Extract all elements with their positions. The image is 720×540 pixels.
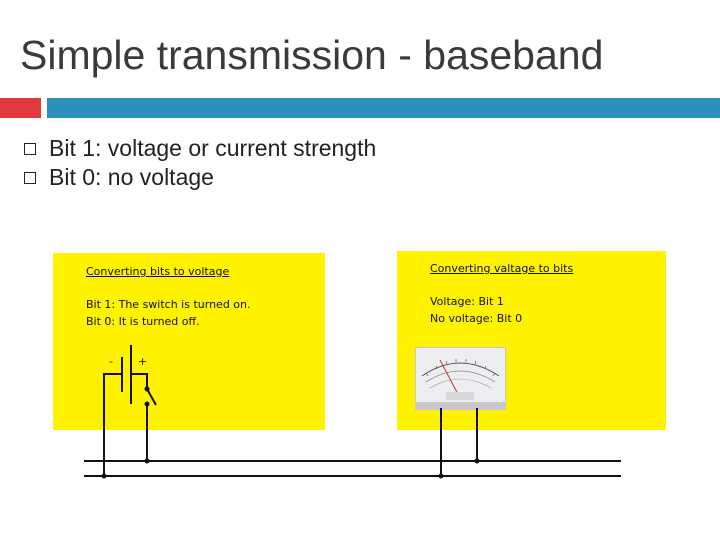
battery-minus-label: - xyxy=(109,355,113,368)
title-accent-bar-blue xyxy=(47,98,720,118)
bullet-text: Bit 1: voltage or current strength xyxy=(49,135,377,161)
right-panel-heading: Converting valtage to bits xyxy=(430,262,574,275)
title-accent-bar-red xyxy=(0,98,41,118)
slide-title: Simple transmission - baseband xyxy=(20,32,604,78)
square-bullet-icon xyxy=(24,171,36,184)
battery-plus-label: + xyxy=(138,355,148,368)
left-panel-line-bit1: Bit 1: The switch is turned on. xyxy=(86,298,251,311)
left-panel-heading: Converting bits to voltage xyxy=(86,265,230,278)
bullet-item: Bit 1: voltage or current strength xyxy=(22,134,376,163)
analog-voltmeter-icon xyxy=(415,347,506,410)
square-bullet-icon xyxy=(24,142,36,155)
left-panel-line-bit0: Bit 0: It is turned off. xyxy=(86,315,200,328)
bits-to-voltage-panel xyxy=(53,253,325,430)
bullet-text: Bit 0: no voltage xyxy=(49,164,214,190)
right-panel-line-voltage: Voltage: Bit 1 xyxy=(430,295,504,308)
right-panel-line-no-voltage: No voltage: Bit 0 xyxy=(430,312,523,325)
bullet-item: Bit 0: no voltage xyxy=(22,163,376,192)
bullet-list: Bit 1: voltage or current strength Bit 0… xyxy=(22,134,376,192)
